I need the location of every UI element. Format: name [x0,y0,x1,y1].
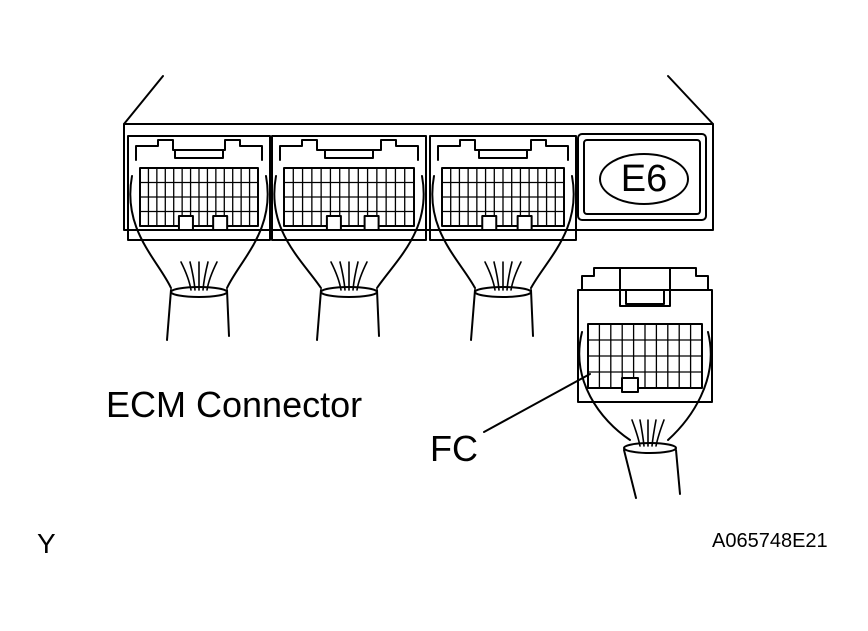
cable-collar [320,286,378,298]
latch-tab [324,149,374,159]
cable-edge [226,289,230,337]
wire-strand [356,261,368,291]
orientation-mark: Y [37,528,56,559]
cable-edge [376,289,380,337]
fc-key-notch [621,377,639,393]
wire-outline [129,175,172,289]
key-notch [363,215,380,231]
fc-wire-strand [655,419,665,447]
wire-outline [530,175,575,289]
wire-strand [510,261,522,291]
fc-leader-line [483,373,591,433]
figure-code: A065748E21 [712,530,828,552]
fc-cable-edge [675,449,681,495]
fc-lock-tab [619,267,671,307]
block-shell [429,135,577,241]
fc-latch [581,267,621,291]
fc-latch [669,267,709,291]
fc-cable-collar [623,442,677,454]
fc-connector-label: FC [430,428,478,469]
fc-wire-outline [578,331,631,441]
wire-strand [484,261,496,291]
ecm-connector-block [127,135,271,341]
ecm-connector-block [271,135,427,341]
ecm-connector-label: ECM Connector [106,384,363,425]
cable-collar [170,286,228,298]
key-notch [212,215,229,231]
fc-wire-strand [639,419,645,447]
wire-outline [273,175,322,289]
wire-strand [180,261,192,291]
cable-collar [474,286,532,298]
cable-edge [530,289,534,337]
e6-connector-code: E6 [620,158,668,200]
wire-strand [330,261,342,291]
latch-tab [174,149,224,159]
key-notch [481,215,498,231]
wire-strand [206,261,218,291]
block-shell [271,135,427,241]
e6-label-box [577,133,707,221]
fc-lock-window [625,289,665,305]
fc-shell [577,289,713,403]
ecm-connector-blocks [127,135,577,341]
cable-edge [470,289,476,341]
fc-cable-edge [623,449,637,499]
wire-outline [226,175,269,289]
latch-tab [478,149,528,159]
key-notch [177,215,194,231]
fc-wire-strand [631,419,641,447]
wire-outline [376,175,425,289]
wire-outline [431,175,476,289]
ecm-connector-block [429,135,577,341]
fc-wire-strand [651,419,657,447]
block-shell [127,135,271,241]
cable-edge [316,289,322,341]
cable-edge [166,289,172,341]
fc-connector [577,267,713,499]
key-notch [516,215,533,231]
fc-wire-outline [667,331,712,441]
key-notch [325,215,342,231]
ecm-housing [123,75,714,231]
